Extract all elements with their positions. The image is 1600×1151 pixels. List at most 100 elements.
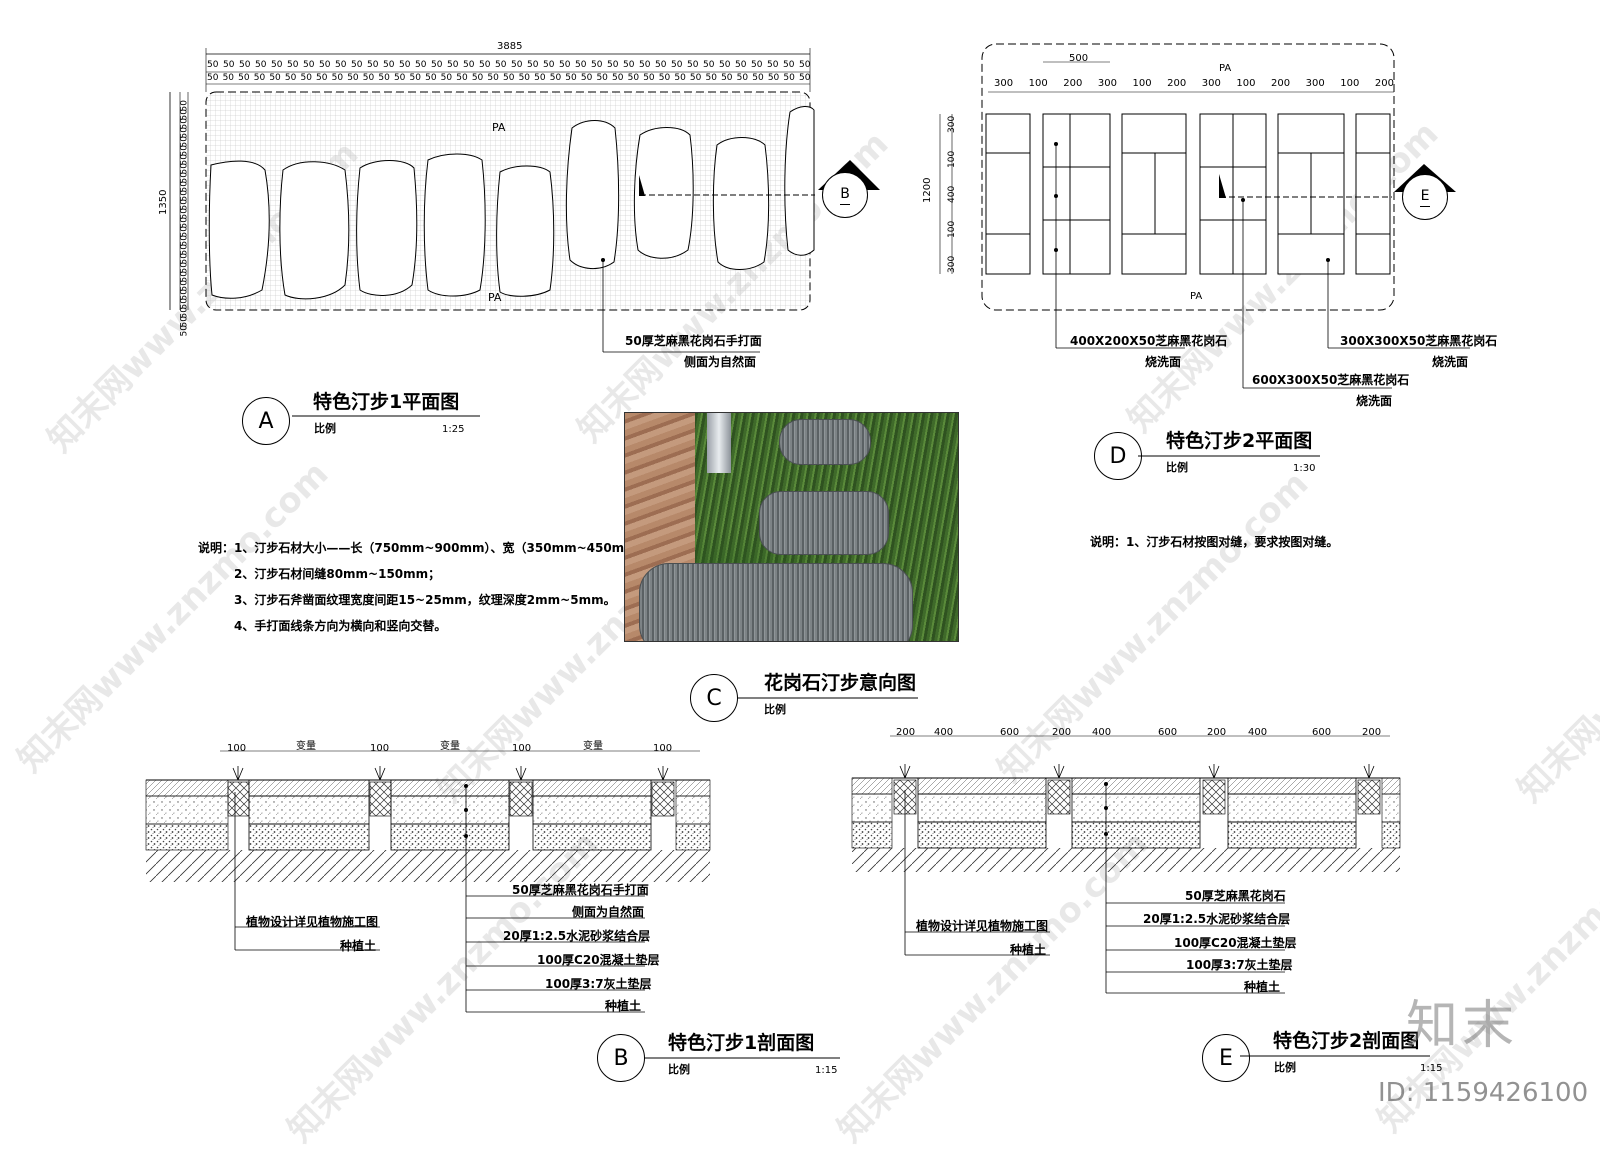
plan-d-side-total: 1200 [922, 177, 933, 203]
photo-c-title: 花岗石汀步意向图 [764, 672, 917, 694]
plan-d-scale: 1:30 [1293, 463, 1316, 474]
section-b-dim: 变量 [440, 741, 460, 752]
plan-a-scale-label: 比例 [314, 422, 336, 435]
plan-a-unit-label: 50 [735, 60, 747, 70]
plan-d-dim: 200 [1167, 78, 1187, 89]
section-b-layer: 20厚1:2.5水泥砂浆结合层 [503, 929, 651, 943]
section-e-dim: 400 [934, 727, 954, 738]
plan-d-dim: 300 [1305, 78, 1325, 89]
section-b [145, 750, 711, 1013]
section-e-dim: 600 [1312, 727, 1332, 738]
section-b-dim: 变量 [583, 741, 603, 752]
badge-d: D [1094, 432, 1142, 480]
plan-d-callout-c2: 烧洗面 [1432, 355, 1469, 369]
plan-a-unit-label: 50 [367, 60, 379, 70]
plan-d-callout-a2: 烧洗面 [1145, 355, 1182, 369]
plan-d [939, 43, 1470, 389]
plan-d-top-dim: 500 [1069, 53, 1089, 64]
plan-d-side-dim: 100 [947, 220, 957, 238]
note-line-1: 说明：1、汀步石材大小——长（750mm~900mm）、宽（350mm~450m… [198, 541, 655, 555]
plan-d-pa-bottom: PA [1190, 291, 1203, 302]
plan-a-unit-label: 50 [674, 73, 686, 83]
plan-a-unit-label: 50 [639, 60, 651, 70]
plan-a-unit-label: 50 [303, 60, 315, 70]
plan-a-unit-label: 50 [575, 60, 587, 70]
plan-a-unit-label: 50 [239, 60, 251, 70]
plan-a-pa-bottom: PA [488, 291, 502, 304]
plan-a-unit-label: 50 [399, 60, 411, 70]
section-e-dim: 200 [896, 727, 916, 738]
plan-a-unit-label: 50 [269, 73, 281, 83]
plan-a-unit-label: 50 [798, 73, 811, 83]
plan-d-callout-a: 400X200X50芝麻黑花岗石 [1070, 334, 1228, 348]
section-e-layer: 100厚C20混凝土垫层 [1174, 936, 1297, 950]
plan-a-unit-label: 50 [255, 60, 267, 70]
plan-d-side-dim: 400 [947, 185, 957, 203]
plan-a-unit-label: 50 [393, 73, 406, 83]
section-e-dim: 200 [1207, 727, 1227, 738]
section-e-layer: 100厚3:7灰土垫层 [1186, 958, 1293, 972]
plan-a-unit-label: 50 [502, 73, 515, 83]
section-b-dim: 变量 [296, 741, 316, 752]
plan-a-unit-label: 50 [479, 60, 491, 70]
plan-a-unit-label: 50 [612, 73, 624, 83]
plan-a-callout-1: 50厚芝麻黑花岗石手打面 [625, 334, 762, 348]
plan-a-unit-label: 50 [623, 60, 635, 70]
plan-a-unit-label: 50 [223, 60, 235, 70]
section-e-layer: 50厚芝麻黑花岗石 [1185, 889, 1286, 903]
plan-a-unit-label: 50 [799, 60, 811, 70]
plan-a-unit-label: 50 [549, 73, 562, 83]
plan-a-unit-label: 50 [463, 60, 475, 70]
plan-a-unit-label: 50 [456, 73, 468, 83]
photo-stone [759, 491, 889, 555]
plan-a-unit-label: 50 [487, 73, 499, 83]
marker-dash [840, 203, 850, 205]
section-b-left-2: 种植土 [340, 939, 377, 953]
section-e-dim: 200 [1052, 727, 1072, 738]
section-b-left-1: 植物设计详见植物施工图 [246, 915, 379, 929]
plan-d-side-dim: 100 [947, 150, 957, 168]
section-b-title: 特色汀步1剖面图 [668, 1032, 815, 1054]
plan-a-unit-label: 50 [783, 60, 795, 70]
plan-d-dim: 100 [1236, 78, 1256, 89]
section-marker-b-letter: B [840, 186, 850, 203]
plan-d-dim: 200 [1374, 78, 1394, 89]
plan-a-total-dim: 3885 [497, 41, 523, 52]
note-line-2: 2、汀步石材间缝80mm~150mm； [234, 567, 441, 581]
plan-a-unit-label: 50 [425, 73, 437, 83]
plan-a-unit-label: 50 [316, 73, 328, 83]
marker-dash [1420, 205, 1430, 207]
section-b-layer: 种植土 [605, 999, 642, 1013]
plan-a-unit-label: 50 [559, 60, 571, 70]
photo-pole [707, 413, 731, 473]
plan-a-unit-label: 50 [719, 60, 731, 70]
section-b-scale-label: 比例 [668, 1063, 690, 1076]
plan-a-unit-label: 50 [643, 73, 655, 83]
section-e-dim: 200 [1362, 727, 1382, 738]
plan-a-unit-label: 50 [383, 60, 395, 70]
plan-a-unit-label: 50 [527, 60, 539, 70]
plan-a-unit-label: 50 [471, 73, 484, 83]
plan-a-unit-row: 50 50 50 50 50 50 50 50 50 50 50 50 50 50 50 50 50 50 50 50… [207, 61, 811, 70]
plan-d-title: 特色汀步2平面图 [1166, 430, 1313, 452]
plan-a-unit-label: 50 [751, 60, 763, 70]
photo-stone [779, 419, 871, 465]
section-marker-e: E [1402, 174, 1448, 220]
plan-a-unit-label: 50 [565, 73, 577, 83]
section-e-scale: 1:15 [1420, 1063, 1443, 1074]
plan-a-unit-label: 50 [284, 73, 297, 83]
badge-b: B [597, 1034, 645, 1082]
plan-a-unit-label: 50 [721, 73, 733, 83]
section-e-layer: 种植土 [1244, 980, 1281, 994]
plan-a-title: 特色汀步1平面图 [313, 391, 460, 413]
plan-a-unit-label: 50 [271, 60, 283, 70]
section-e-dim: 400 [1092, 727, 1112, 738]
plan-a-unit-label: 50 [767, 60, 779, 70]
section-e-dim: 600 [1000, 727, 1020, 738]
plan-a-unit-label: 50 [331, 73, 344, 83]
plan-a-unit-label: 50 [222, 73, 235, 83]
plan-a-unit-label: 50 [767, 73, 780, 83]
